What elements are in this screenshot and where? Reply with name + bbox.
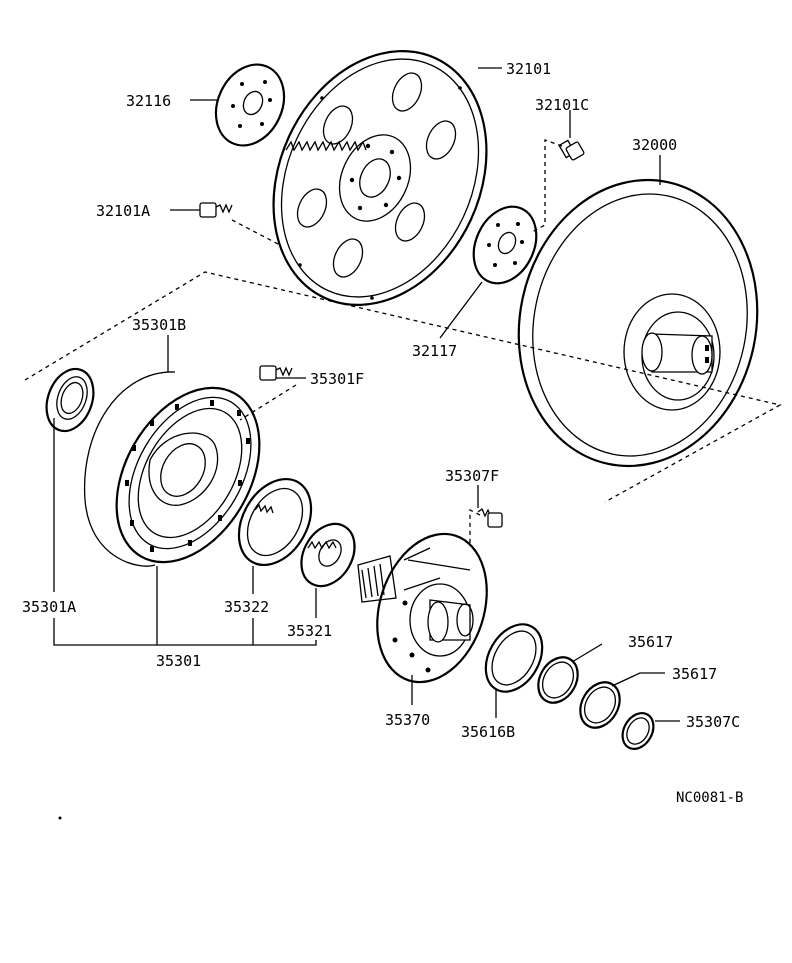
label-35617-a: 35617 [628, 633, 673, 651]
label-35321: 35321 [287, 622, 332, 640]
seal-ring-35616b [484, 623, 544, 693]
label-32116: 32116 [126, 92, 171, 110]
label-35616b: 35616B [461, 723, 515, 741]
spacer-plate-32117 [472, 205, 538, 285]
bolt-32101a [199, 202, 233, 218]
label-35617-b: 35617 [672, 665, 717, 683]
torque-converter-32000 [517, 178, 759, 468]
label-35301f: 35301F [310, 370, 364, 388]
seal-ring-35307c [621, 712, 655, 750]
label-32101: 32101 [506, 60, 551, 78]
label-32101c: 32101C [535, 96, 589, 114]
label-35301a: 35301A [22, 598, 76, 616]
label-35322: 35322 [224, 598, 269, 616]
stator-shaft-35370 [357, 532, 488, 684]
label-35301b: 35301B [132, 316, 186, 334]
bolt-35301f [259, 365, 293, 381]
drive-gear-35321 [300, 522, 356, 588]
label-32117: 32117 [412, 342, 457, 360]
assembly-boundary [24, 271, 782, 503]
seal-ring-35617-a [537, 656, 579, 704]
label-32000: 32000 [632, 136, 677, 154]
label-32101a: 32101A [96, 202, 150, 220]
drive-plate-32101 [272, 50, 488, 306]
bolt-35307f [477, 507, 503, 528]
spacer-plate-32116 [214, 63, 286, 147]
leader-lines [53, 67, 680, 722]
label-35307f: 35307F [445, 467, 499, 485]
pump-body-35301b [83, 371, 261, 567]
diagram-code: NC0081-B [676, 790, 743, 806]
driven-gear-35322 [237, 477, 313, 567]
label-35307c: 35307C [686, 713, 740, 731]
oil-seal-35301a [45, 367, 95, 433]
stray-dot [58, 816, 62, 820]
seal-ring-35617-b [579, 681, 621, 729]
bolt-32101c [558, 139, 585, 161]
label-35301: 35301 [156, 652, 201, 670]
label-35370: 35370 [385, 711, 430, 729]
